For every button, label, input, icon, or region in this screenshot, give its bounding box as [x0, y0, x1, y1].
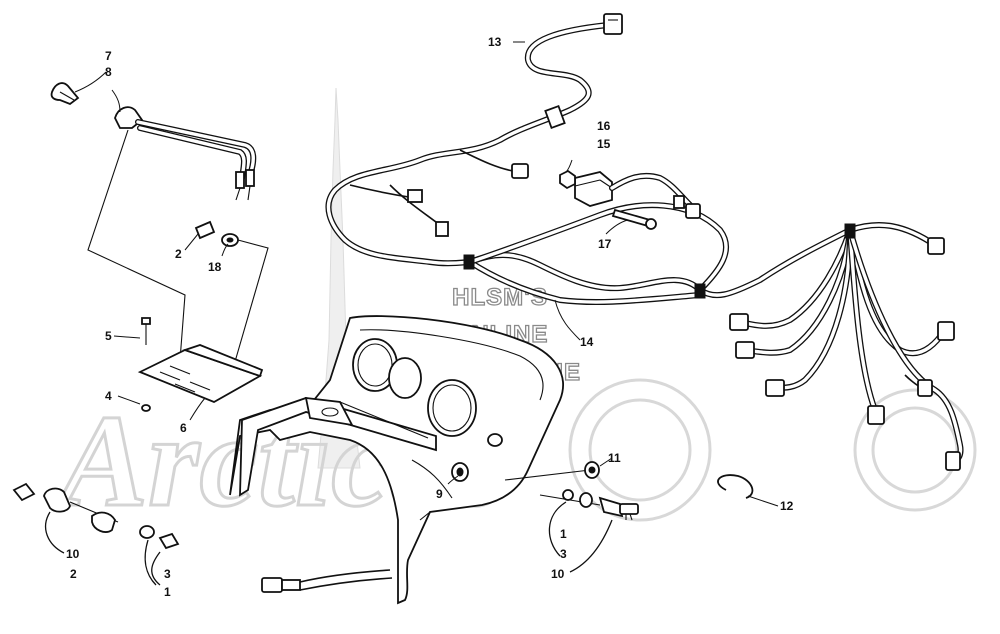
callout-10-left: 10 [66, 547, 80, 561]
left-hardware [12, 482, 180, 550]
pilot-lamp [451, 462, 469, 482]
callout-leaders [45, 41, 779, 586]
callout-13: 13 [488, 35, 502, 49]
connector-13 [603, 13, 623, 35]
callout-3-left: 3 [164, 567, 171, 581]
callout-18: 18 [208, 260, 222, 274]
callout-1-right: 1 [560, 527, 567, 541]
callout-2-top: 2 [175, 247, 182, 261]
callout-17: 17 [598, 237, 612, 251]
assembly-lines [87, 129, 269, 373]
wiring-harness [325, 13, 964, 471]
callout-6: 6 [180, 421, 187, 435]
watermark-wheel [568, 378, 977, 522]
callout-9: 9 [436, 487, 443, 501]
mounting-plate [137, 220, 264, 412]
callout-5: 5 [105, 329, 112, 343]
callout-16: 16 [597, 119, 611, 133]
callout-2-left: 2 [70, 567, 77, 581]
callout-10-right: 10 [551, 567, 565, 581]
callout-15: 15 [597, 137, 611, 151]
callout-labels: 7 8 13 16 15 17 2 18 5 14 4 6 11 9 12 1 … [66, 35, 794, 599]
callout-3-right: 3 [560, 547, 567, 561]
callout-12: 12 [780, 499, 794, 513]
console-housing [229, 315, 564, 605]
callout-1-left: 1 [164, 585, 171, 599]
relay-block [559, 169, 701, 230]
ignition-switch [50, 82, 257, 201]
right-hardware [504, 461, 639, 521]
callout-7: 7 [105, 49, 112, 63]
retainer-clip [717, 474, 754, 499]
callout-8: 8 [105, 65, 112, 79]
callout-4: 4 [105, 389, 112, 403]
watermark-line1: HLSM'S [452, 284, 548, 311]
callout-14: 14 [580, 335, 594, 349]
callout-11: 11 [608, 451, 621, 465]
